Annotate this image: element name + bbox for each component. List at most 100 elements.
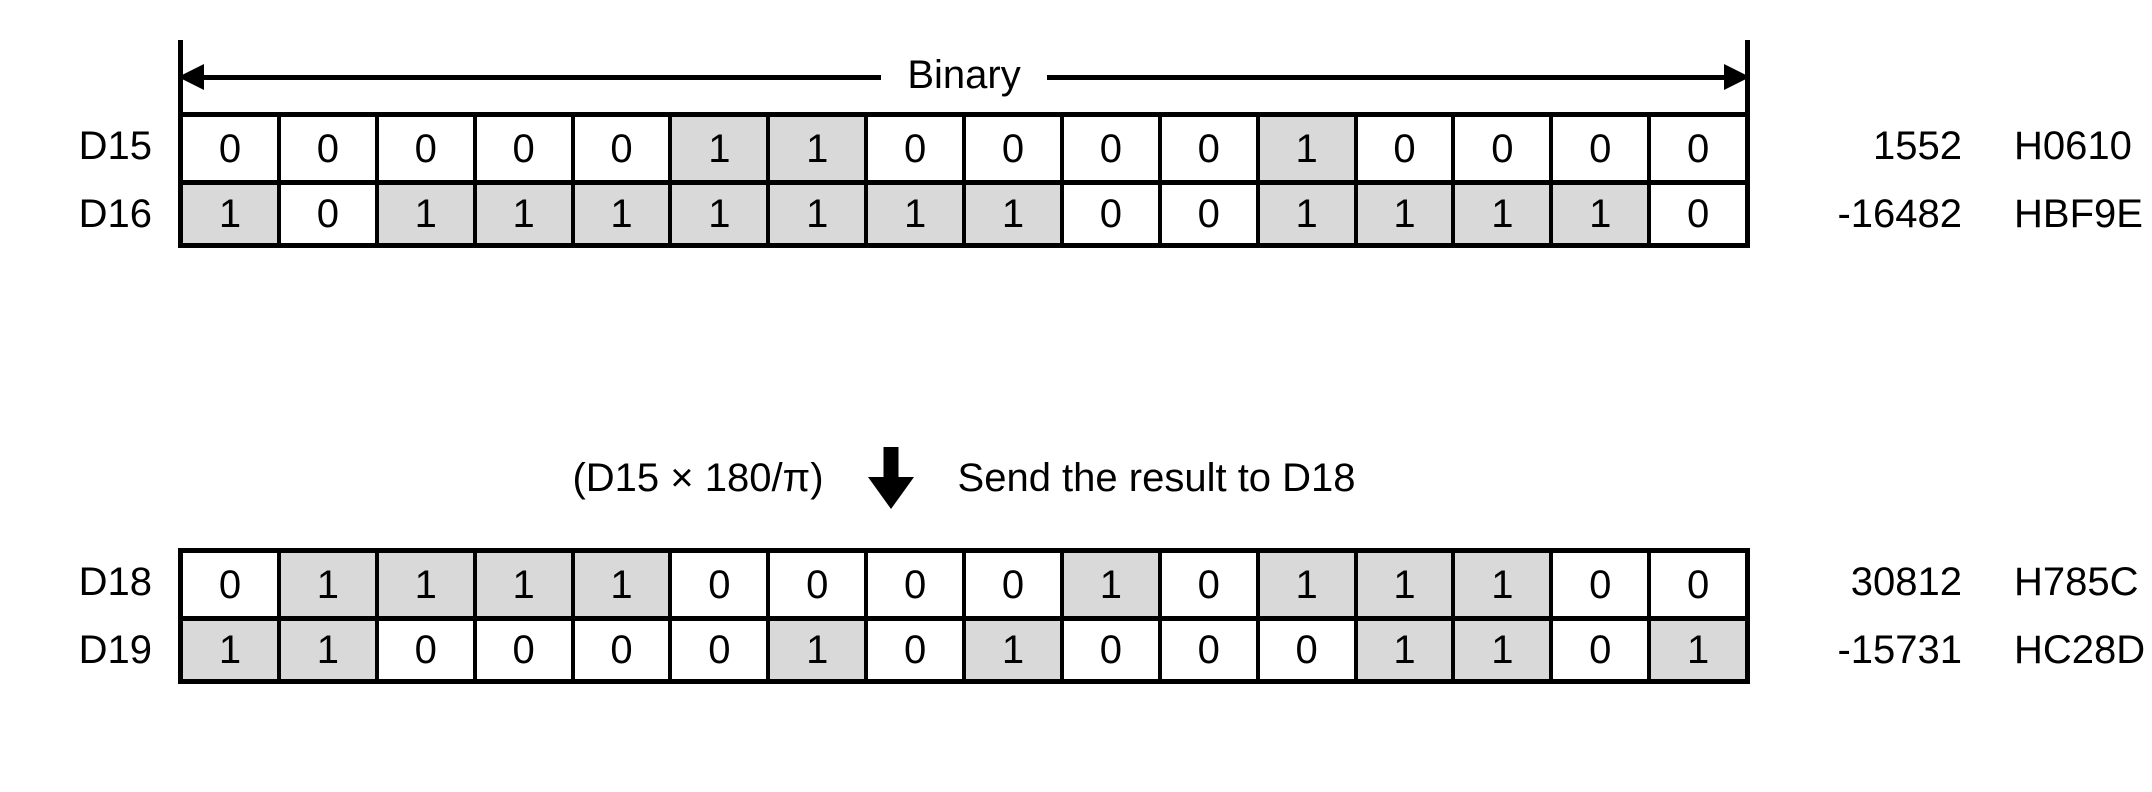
decimal-value: 1552: [1873, 124, 1962, 168]
bit-cell: 0: [476, 117, 575, 180]
bit-cell: 1: [672, 117, 771, 180]
bit-cell: 0: [1259, 621, 1358, 679]
span-line-segment-left: [204, 74, 882, 80]
register-row-d15: D15 0 0 0 0 0 1 1 0 0 0 0 1 0 0 0 0 1552: [0, 112, 2152, 180]
bit-cell: 0: [868, 117, 966, 180]
bit-cell: 1: [476, 185, 575, 243]
bit-cell: 1: [770, 621, 869, 679]
bit-cell: 1: [1357, 621, 1456, 679]
bit-cell: 1: [183, 185, 281, 243]
bit-cells-d15: 0 0 0 0 0 1 1 0 0 0 0 1 0 0 0 0: [178, 112, 1750, 180]
binary-span-header: Binary: [178, 40, 1751, 112]
bit-cells-d16: 1 0 1 1 1 1 1 1 1 0 0 1 1 1 1 0: [178, 180, 1750, 248]
bit-cell: 0: [966, 553, 1064, 616]
bit-cell: 1: [183, 621, 281, 679]
bit-cell: 0: [1161, 621, 1260, 679]
register-label-d19: D19: [78, 628, 152, 672]
bit-cell: 0: [868, 553, 966, 616]
bit-cell: 1: [966, 621, 1064, 679]
bit-cell: 1: [1259, 185, 1358, 243]
bit-cell: 1: [1259, 553, 1358, 616]
arrow-right-icon: [1724, 64, 1751, 90]
decimal-value: 30812: [1850, 560, 1962, 604]
arrow-down-shaft: [883, 447, 899, 483]
bit-cell: 1: [1357, 185, 1456, 243]
bit-cell: 0: [1553, 553, 1652, 616]
bit-cell: 0: [672, 621, 771, 679]
bit-cell: 0: [280, 117, 379, 180]
bit-cell: 0: [868, 621, 966, 679]
bit-cell: 1: [770, 185, 869, 243]
bit-cell: 0: [574, 621, 673, 679]
bit-cell: 1: [574, 185, 673, 243]
bit-cell: 1: [574, 553, 673, 616]
arrow-left-icon: [178, 64, 204, 90]
bit-cell: 0: [1651, 117, 1745, 180]
register-row-d18: D18 0 1 1 1 1 0 0 0 0 1 0 1 1 1 0 0 3081…: [0, 548, 2152, 616]
bit-cell: 0: [1357, 117, 1456, 180]
bit-cell: 1: [770, 117, 869, 180]
register-values-d18: 30812 H785C: [1750, 548, 2152, 616]
bit-cell: 1: [1553, 185, 1652, 243]
bit-cell: 1: [1455, 185, 1554, 243]
arrow-down-icon: [867, 447, 914, 509]
span-line-right: [1046, 64, 1751, 90]
operation-row: (D15 × 180/π) Send the result to D18: [178, 440, 1750, 516]
arrow-down-head: [867, 477, 914, 509]
bit-cell: 0: [183, 117, 281, 180]
bit-cell: 1: [280, 621, 379, 679]
register-block-top: D15 0 0 0 0 0 1 1 0 0 0 0 1 0 0 0 0 1552: [0, 112, 2152, 248]
bit-cell: 0: [183, 553, 281, 616]
bit-cell: 1: [1455, 553, 1554, 616]
bit-cell: 1: [476, 553, 575, 616]
bit-cell: 0: [1553, 621, 1652, 679]
span-line-segment-right: [1046, 74, 1725, 80]
bit-cell: 0: [1651, 553, 1745, 616]
bit-cell: 0: [378, 117, 477, 180]
bit-cell: 1: [1063, 553, 1162, 616]
register-values-d15: 1552 H0610: [1750, 112, 2152, 180]
bit-cell: 0: [476, 621, 575, 679]
register-label-d15: D15: [78, 124, 152, 168]
span-line-left: [178, 64, 882, 90]
hex-value: H0610: [2014, 124, 2132, 168]
bit-cell: 0: [672, 553, 771, 616]
bit-cell: 0: [1063, 185, 1162, 243]
bit-cell: 0: [770, 553, 869, 616]
bit-cell: 1: [1259, 117, 1358, 180]
register-values-d19: -15731 HC28D: [1750, 616, 2152, 684]
bit-cell: 1: [868, 185, 966, 243]
bit-cell: 0: [966, 117, 1064, 180]
decimal-value: -16482: [1837, 192, 1962, 236]
span-arrow-row: Binary: [178, 55, 1751, 95]
bit-cell: 0: [1553, 117, 1652, 180]
register-block-bottom: D18 0 1 1 1 1 0 0 0 0 1 0 1 1 1 0 0 3081…: [0, 548, 2152, 684]
bit-cell: 1: [966, 185, 1064, 243]
bit-cell: 0: [1161, 185, 1260, 243]
bit-cell: 1: [378, 185, 477, 243]
bit-cell: 0: [378, 621, 477, 679]
bit-cell: 1: [280, 553, 379, 616]
bit-cell: 0: [1063, 117, 1162, 180]
bit-cells-d18: 0 1 1 1 1 0 0 0 0 1 0 1 1 1 0 0: [178, 548, 1750, 616]
operation-description: Send the result to D18: [957, 456, 1356, 500]
decimal-value: -15731: [1837, 628, 1962, 672]
bit-cell: 0: [1455, 117, 1554, 180]
binary-span-label: Binary: [907, 53, 1021, 97]
register-row-d19: D19 1 1 0 0 0 0 1 0 1 0 0 0 1 1 0 1 -157…: [0, 616, 2152, 684]
bit-cell: 0: [1063, 621, 1162, 679]
bit-cells-d19: 1 1 0 0 0 0 1 0 1 0 0 0 1 1 0 1: [178, 616, 1750, 684]
bit-cell: 0: [280, 185, 379, 243]
bit-cell: 1: [672, 185, 771, 243]
hex-value: HBF9E: [2014, 192, 2143, 236]
hex-value: HC28D: [2014, 628, 2146, 672]
register-values-d16: -16482 HBF9E: [1750, 180, 2152, 248]
bit-cell: 1: [1357, 553, 1456, 616]
register-row-d16: D16 1 0 1 1 1 1 1 1 1 0 0 1 1 1 1 0 -164…: [0, 180, 2152, 248]
bit-cell: 0: [1161, 117, 1260, 180]
hex-value: H785C: [2014, 560, 2139, 604]
bit-cell: 0: [1651, 185, 1745, 243]
bit-cell: 1: [1651, 621, 1745, 679]
register-label-d16: D16: [78, 192, 152, 236]
